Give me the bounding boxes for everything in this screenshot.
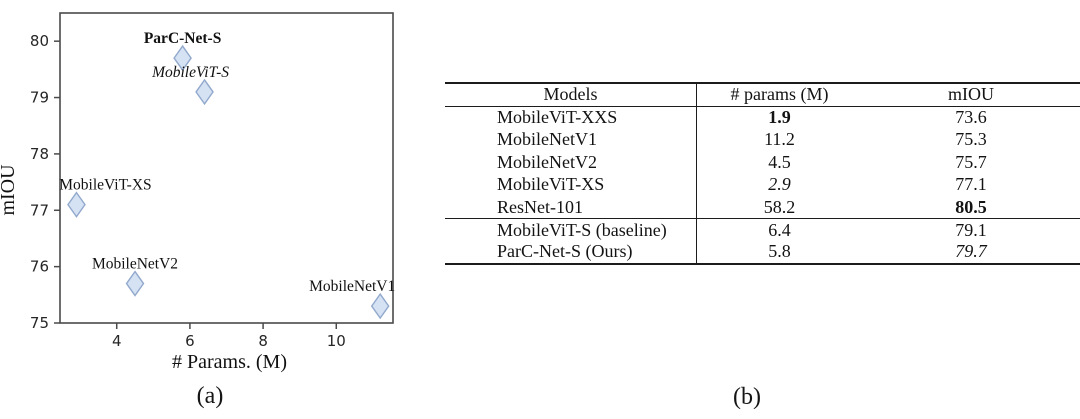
cell-params: 6.4 (768, 219, 791, 240)
data-point-label: MobileNetV2 (92, 256, 178, 273)
results-table: Models # params (M) mIOU MobileViT-XXS 1.… (445, 82, 1080, 265)
y-tick-label: 76 (30, 258, 49, 276)
y-tick-label: 80 (30, 32, 49, 50)
cell-model: ParC-Net-S (Ours) (445, 241, 697, 264)
cell-model: MobileViT-XXS (445, 106, 697, 129)
table-row: MobileViT-XS 2.9 77.1 (445, 173, 1080, 196)
table-row: MobileViT-S (baseline) 6.4 79.1 (445, 218, 1080, 241)
data-point-diamond (195, 78, 214, 106)
x-axis-label: # Params. (M) (172, 351, 287, 373)
cell-params: 1.9 (768, 107, 791, 127)
column-header-miou: mIOU (948, 84, 994, 105)
table-header-row: Models # params (M) mIOU (445, 83, 1080, 106)
data-point-label: MobileNetV1 (309, 278, 395, 295)
table-row: MobileNetV1 11.2 75.3 (445, 128, 1080, 151)
data-point-diamond (173, 44, 192, 72)
cell-params: 58.2 (763, 196, 796, 217)
cell-model: MobileViT-S (baseline) (445, 218, 697, 241)
cell-miou: 75.3 (955, 129, 987, 150)
column-header-params: # params (M) (730, 84, 829, 105)
y-tick-label: 79 (30, 89, 49, 107)
plot-box (59, 12, 394, 324)
cell-params: 11.2 (764, 129, 795, 150)
cell-model: MobileNetV2 (445, 151, 697, 174)
y-tick-label: 77 (30, 201, 49, 219)
x-tick-label: 10 (327, 332, 346, 350)
subfigure-a-caption: (a) (196, 383, 224, 409)
data-point-diamond (370, 292, 390, 320)
data-point-label: MobileViT-XS (59, 177, 151, 194)
y-tick-label: 78 (30, 145, 49, 163)
cell-miou: 75.7 (955, 151, 987, 172)
y-axis-label: mIOU (0, 164, 19, 216)
cell-params: 4.5 (768, 151, 791, 172)
data-point-diamond (125, 270, 145, 297)
x-tick-label: 8 (258, 332, 268, 350)
x-tick-label: 6 (185, 332, 195, 350)
data-point-diamond (67, 191, 86, 218)
table-row: ResNet-101 58.2 80.5 (445, 196, 1080, 219)
x-tick-label: 4 (112, 332, 122, 350)
table-row: MobileNetV2 4.5 75.7 (445, 151, 1080, 174)
column-header-models: Models (445, 83, 697, 106)
results-table-container: Models # params (M) mIOU MobileViT-XXS 1.… (445, 82, 1080, 265)
scatter-plot: 75 76 77 78 79 80 4 6 8 10 mIOU # Params. (M) Mobile… (0, 12, 395, 373)
subfigure-b-caption: (b) (733, 384, 761, 410)
cell-miou: 79.7 (955, 241, 987, 262)
data-point-label: MobileViT-S (151, 64, 229, 81)
cell-miou: 77.1 (955, 174, 987, 195)
table-row: ParC-Net-S (Ours) 5.8 79.7 (445, 241, 1080, 264)
cell-miou: 73.6 (955, 107, 987, 127)
data-point-label: ParC-Net-S (144, 30, 221, 47)
cell-model: ResNet-101 (445, 196, 697, 219)
cell-params: 5.8 (768, 241, 791, 262)
cell-model: MobileNetV1 (445, 128, 697, 151)
cell-miou: 79.1 (955, 219, 987, 240)
cell-model: MobileViT-XS (445, 173, 697, 196)
cell-miou: 80.5 (955, 196, 987, 217)
cell-params: 2.9 (768, 174, 791, 195)
y-tick-label: 75 (30, 314, 49, 332)
table-row: MobileViT-XXS 1.9 73.6 (445, 106, 1080, 129)
